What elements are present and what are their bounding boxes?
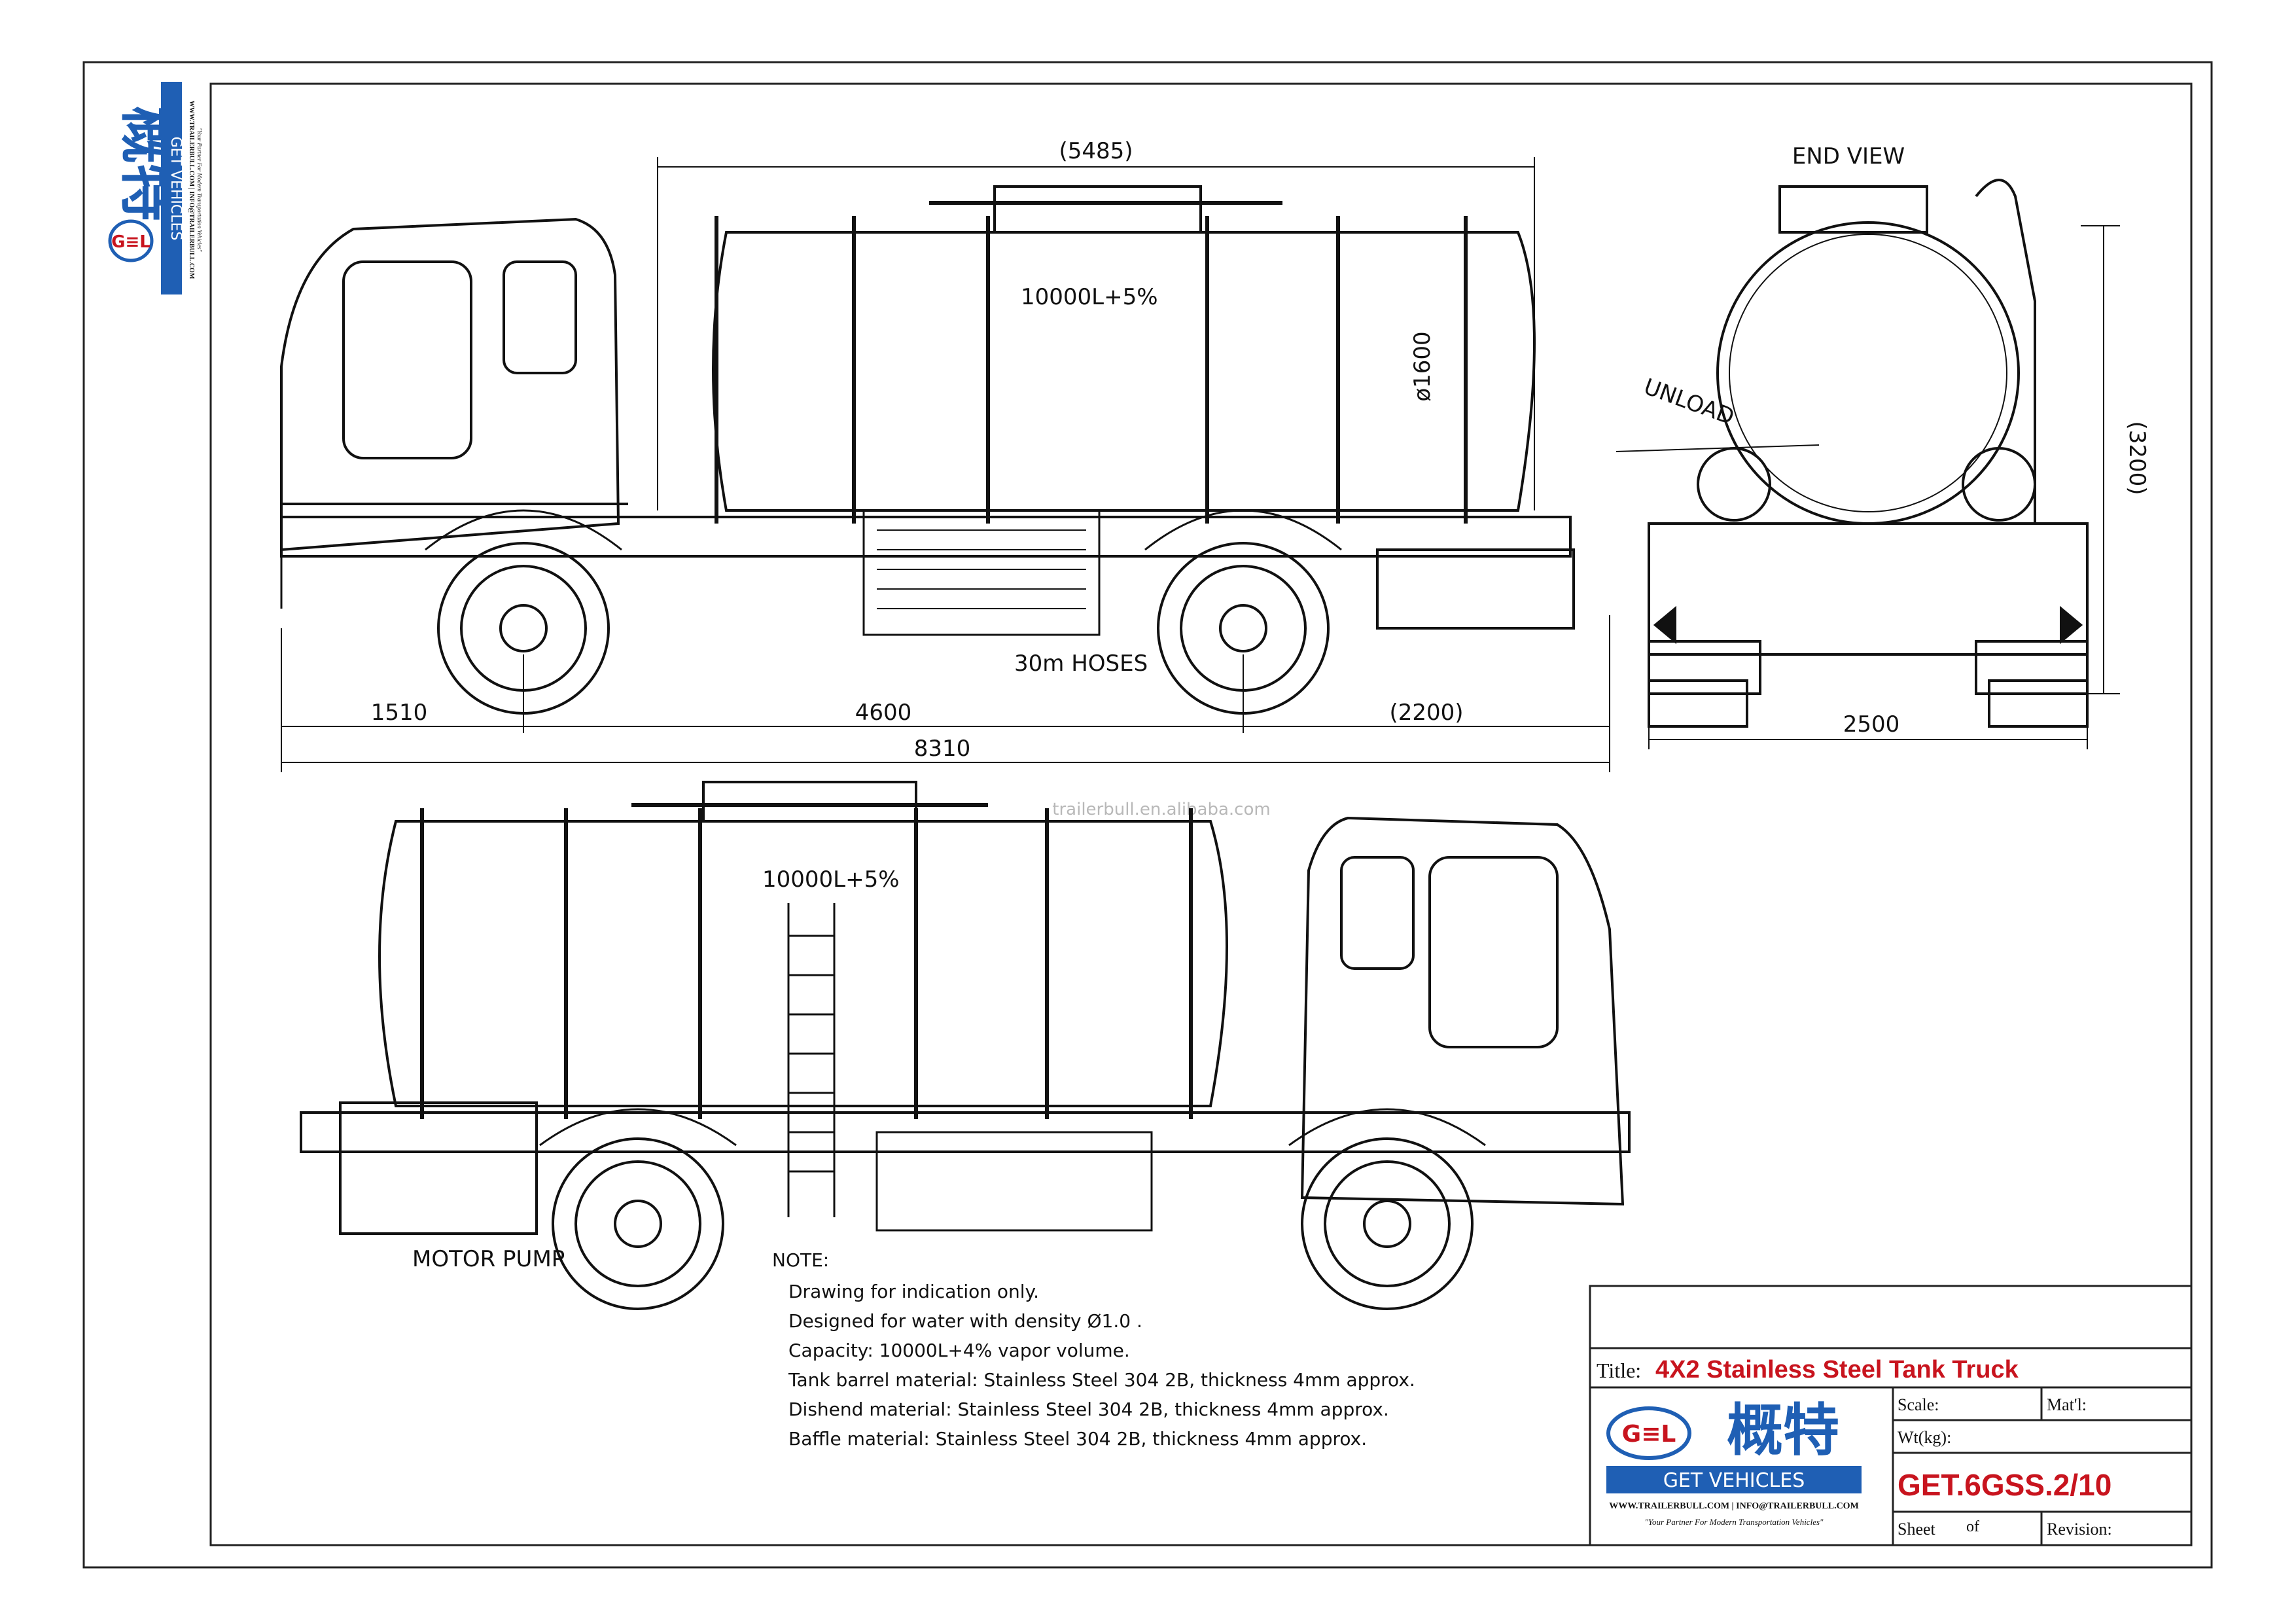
capacity-label-top: 10000L+5% xyxy=(762,866,900,893)
wheelbase-dim: 4600 xyxy=(855,700,912,726)
chassis-frame-2 xyxy=(300,1111,1631,1153)
tank-body-2 xyxy=(378,820,1228,1107)
tank-bands xyxy=(715,216,1468,524)
front-wheel-2 xyxy=(1301,1137,1474,1310)
drawing-number: GET.6GSS.2/10 xyxy=(1898,1468,2111,1502)
cab-window-front-2 xyxy=(1428,856,1559,1048)
note-line: Drawing for indication only. xyxy=(788,1281,1039,1302)
logo-chinese: 概特 xyxy=(1727,1398,1839,1463)
pump-box xyxy=(339,1101,538,1235)
unload-label: UNLOAD xyxy=(1640,374,1738,431)
side-ladder xyxy=(787,903,836,1217)
logo-slogan: "Your Partner For Modern Transportation … xyxy=(1645,1517,1824,1527)
capacity-label-side: 10000L+5% xyxy=(1021,284,1158,310)
end-view xyxy=(1648,179,2089,728)
note-line: Tank barrel material: Stainless Steel 30… xyxy=(788,1369,1415,1391)
side-logo: G≡L 概特 GET VEHICLES WWW.TRAILERBULL.COM … xyxy=(108,82,203,294)
side-view-right xyxy=(300,781,1631,1310)
rear-box xyxy=(1376,548,1575,630)
end-view-tank xyxy=(1716,221,2020,525)
chassis-frame xyxy=(280,516,1572,558)
scale-label: Scale: xyxy=(1898,1395,1939,1414)
logo-badge-text: G≡L xyxy=(1622,1421,1676,1448)
logo-contact: WWW.TRAILERBULL.COM | INFO@TRAILERBULL.C… xyxy=(1609,1501,1859,1511)
logo-brand-vertical: GET VEHICLES xyxy=(168,137,184,241)
watermark-text: trailerbull.en.alibaba.com xyxy=(1052,800,1270,819)
dimension-lines-end xyxy=(1648,225,2120,749)
overall-height-dim: (3200) xyxy=(2124,421,2150,495)
manhole-cover xyxy=(993,185,1202,234)
overall-length-dim: 8310 xyxy=(914,736,971,762)
logo-contact-vertical: WWW.TRAILERBULL.COM | INFO@TRAILERBULL.C… xyxy=(188,101,195,279)
unload-leader xyxy=(1616,444,1820,452)
hose-coils xyxy=(877,529,1086,609)
cab-outline xyxy=(280,217,620,552)
material-label: Mat'l: xyxy=(2047,1395,2087,1414)
logo-badge-text: G≡L xyxy=(111,232,150,252)
end-view-manhole xyxy=(1778,185,1928,234)
weight-label: Wt(kg): xyxy=(1898,1428,1951,1447)
of-label: of xyxy=(1966,1518,1979,1535)
tool-box xyxy=(875,1131,1153,1232)
cab-window-side-2 xyxy=(1340,856,1415,970)
title-block xyxy=(1589,1285,2193,1546)
end-view-ladder xyxy=(1975,179,2036,524)
notes-heading: NOTE: xyxy=(772,1249,829,1271)
logo-brand: GET VEHICLES xyxy=(1663,1469,1805,1492)
note-line: Dishend material: Stainless Steel 304 2B… xyxy=(788,1399,1389,1420)
dimension-lines-side xyxy=(281,157,1610,772)
note-line: Capacity: 10000L+4% vapor volume. xyxy=(788,1340,1130,1361)
side-view-left xyxy=(280,185,1575,715)
outer-frame xyxy=(82,61,2213,1569)
overall-width-dim: 2500 xyxy=(1843,711,1900,738)
logo-badge-icon xyxy=(108,219,154,262)
notes-block: NOTE: Drawing for indication only. Desig… xyxy=(772,1249,1415,1450)
logo-brand-bar xyxy=(1606,1466,1862,1493)
end-view-rear-bumper xyxy=(1648,522,2089,656)
motor-pump-label: MOTOR PUMP xyxy=(412,1246,565,1272)
note-line: Designed for water with density Ø1.0 . xyxy=(788,1310,1142,1332)
tank-diameter-label: ø1600 xyxy=(1409,331,1436,401)
title-label: Title: xyxy=(1597,1359,1641,1382)
front-overhang-dim: 1510 xyxy=(371,700,428,726)
title-value: 4X2 Stainless Steel Tank Truck xyxy=(1655,1356,2019,1383)
title-block-logo: G≡L 概特 GET VEHICLES WWW.TRAILERBULL.COM … xyxy=(1606,1398,1862,1527)
revision-label: Revision: xyxy=(2047,1520,2112,1539)
rear-wheel-2 xyxy=(552,1137,724,1310)
cab-outline-2 xyxy=(1300,816,1625,1206)
note-line: Baffle material: Stainless Steel 304 2B,… xyxy=(788,1428,1367,1450)
inner-frame xyxy=(209,82,2193,1546)
manhole-cover-2 xyxy=(702,781,917,823)
logo-slogan-vertical: "Your Partner For Modern Transportation … xyxy=(196,128,203,252)
tank-length-dim: (5485) xyxy=(1059,138,1133,164)
cab-window-side xyxy=(503,260,577,374)
logo-badge-icon xyxy=(1606,1406,1691,1460)
sheet-label: Sheet xyxy=(1898,1520,1936,1539)
hose-box xyxy=(862,509,1101,636)
logo-brand-bar xyxy=(161,82,182,294)
tank-bands-2 xyxy=(420,808,1193,1119)
end-view-title: END VIEW xyxy=(1792,143,1905,169)
hoses-label: 30m HOSES xyxy=(1014,651,1148,677)
rear-overhang-dim: (2200) xyxy=(1389,700,1463,726)
cab-window-front xyxy=(342,260,472,459)
